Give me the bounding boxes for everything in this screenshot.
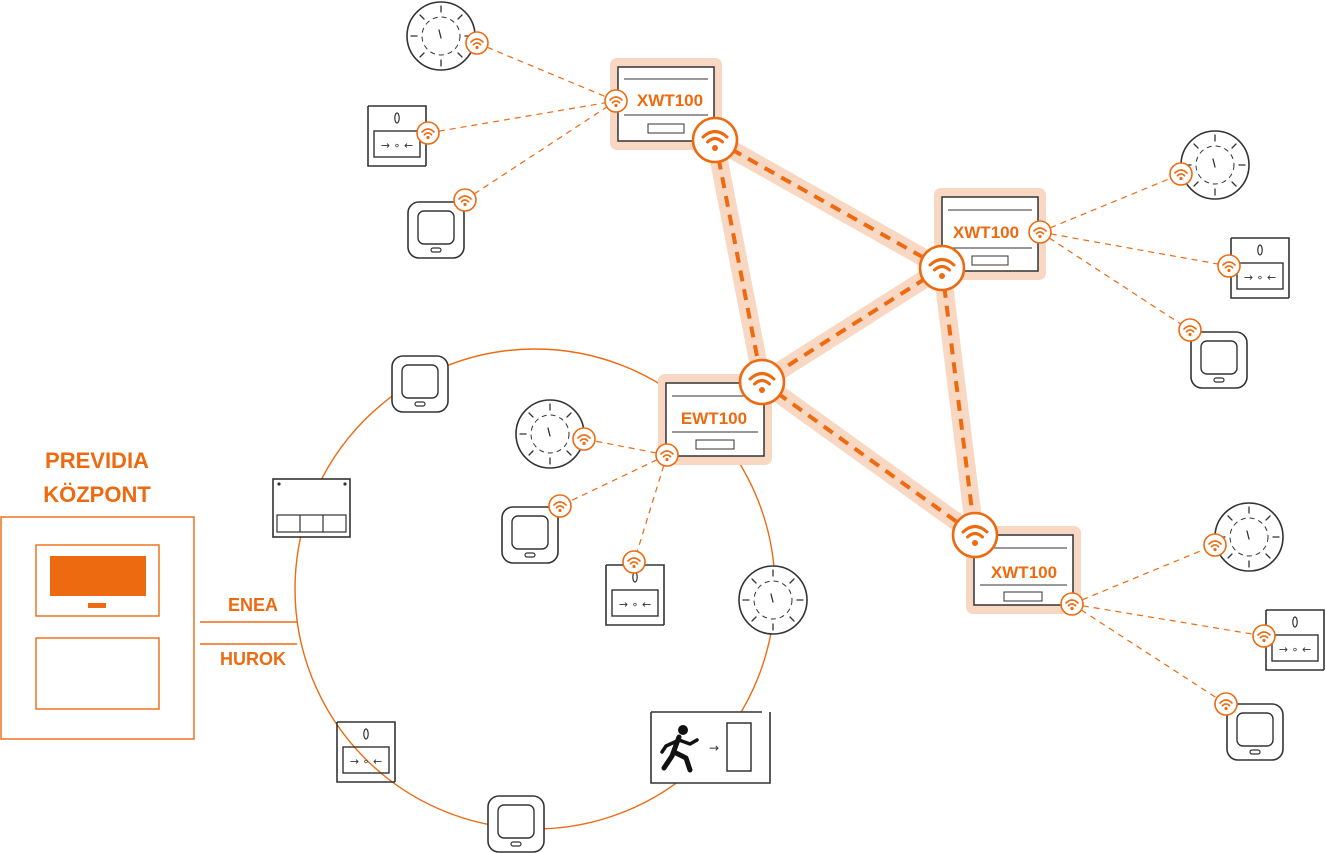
smoke-detector-icon [1214, 502, 1284, 572]
exit-sign-icon: → [650, 711, 771, 784]
wireless-icon [548, 494, 572, 518]
panel-title-line1: PREVIDIA [45, 448, 149, 473]
smoke-detector-icon [1180, 130, 1250, 200]
wireless-icon [691, 116, 739, 164]
siren-icon [501, 506, 559, 564]
wireless-icon [918, 244, 966, 292]
wireless-icon [1214, 692, 1238, 716]
wireless-icon [1028, 220, 1052, 244]
wireless-icon [655, 443, 679, 467]
wireless-icon [572, 427, 596, 451]
siren-icon [407, 201, 465, 259]
smoke-detector-icon [738, 565, 808, 635]
xwt100-node-bottom: XWT100 [966, 526, 1081, 614]
xwt100-bottom-label: XWT100 [991, 563, 1057, 582]
wireless-icon [1178, 318, 1202, 342]
siren-icon [1190, 331, 1248, 389]
running-man-icon [660, 725, 699, 773]
wireless-icon [1203, 533, 1227, 557]
wireless-icon [622, 550, 646, 574]
wireless-icon [465, 31, 489, 55]
wireless-icon [951, 511, 999, 559]
svg-text:→: → [709, 741, 719, 755]
wireless-icon [453, 188, 477, 212]
manual-call-point-icon [605, 564, 665, 626]
previdia-control-panel [0, 516, 195, 740]
manual-call-point-icon [336, 721, 396, 783]
xwt100-node-top: XWT100 [610, 58, 722, 150]
siren-icon [487, 795, 545, 853]
xwt100-right-label: XWT100 [953, 223, 1019, 242]
siren-icon [391, 355, 449, 413]
loop-label-bottom: HUROK [220, 649, 286, 669]
panel-title-line2: KÖZPONT [43, 482, 151, 507]
ewt100-label: EWT100 [681, 409, 747, 428]
wireless-icon [604, 89, 628, 113]
device-links [427, 42, 1265, 705]
wireless-icon [1252, 624, 1276, 648]
wireless-links [706, 131, 984, 544]
module-icon [272, 478, 351, 538]
smoke-detector-icon [406, 1, 476, 71]
wireless-icon [1169, 162, 1193, 186]
wireless-icon [1217, 254, 1241, 278]
siren-icon [1226, 703, 1284, 761]
xwt100-top-label: XWT100 [637, 91, 703, 110]
wireless-icon [416, 121, 440, 145]
wireless-icon [738, 358, 786, 406]
loop-label-top: ENEA [228, 595, 278, 615]
wireless-icon [1060, 592, 1084, 616]
